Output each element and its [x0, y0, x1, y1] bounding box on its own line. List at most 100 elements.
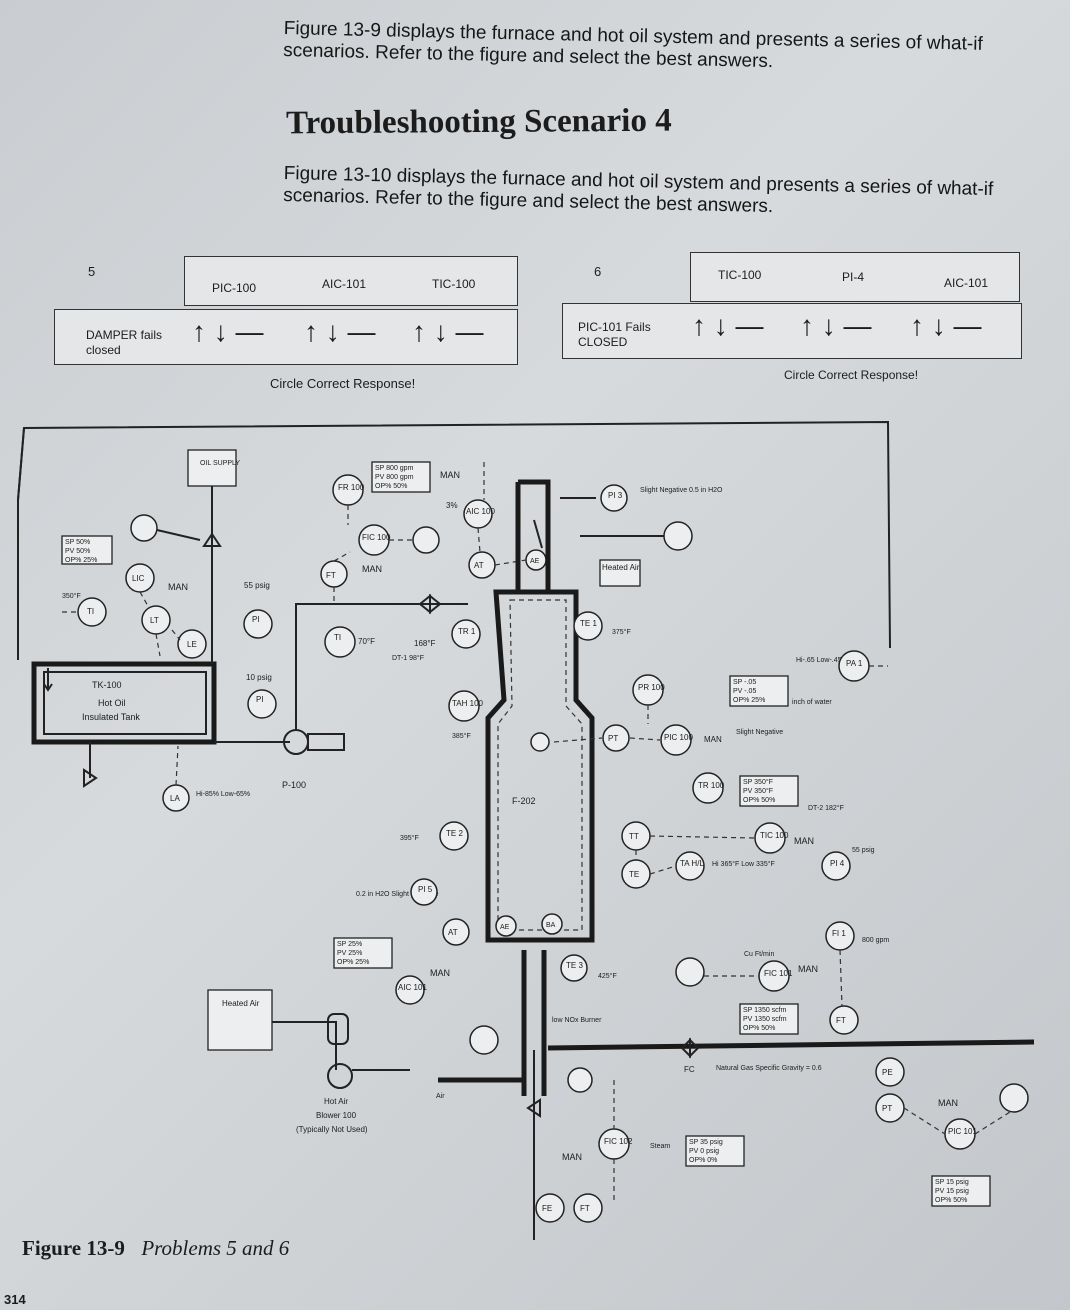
svg-text:Heated Air: Heated Air [602, 563, 640, 572]
pi-4-bubble [821, 851, 851, 881]
scenario-5-resp-3[interactable]: ↑ ↓ — [412, 316, 484, 347]
te-2-bubble [439, 821, 469, 851]
pe-furnace-bubble [530, 732, 550, 752]
svg-text:PV 1350 scfm: PV 1350 scfm [743, 1016, 787, 1023]
ti-1-bubble [77, 597, 107, 627]
svg-text:SP 350°F: SP 350°F [743, 778, 773, 786]
svg-text:Steam: Steam [650, 1143, 670, 1150]
svg-text:AE: AE [500, 924, 510, 931]
svg-text:LE: LE [187, 640, 197, 649]
svg-text:SP 25%: SP 25% [337, 941, 362, 948]
svg-text:Hi-.65 Low-.45: Hi-.65 Low-.45 [796, 657, 842, 664]
pi-2-bubble [243, 609, 273, 639]
scenario-6-resp-2[interactable]: ↑ ↓ — [800, 310, 872, 341]
pressure-gauge [567, 1067, 593, 1093]
positioner-fic [412, 526, 440, 554]
steam-faceplate [685, 1135, 745, 1167]
svg-text:TAH 100: TAH 100 [452, 699, 484, 708]
svg-text:MAN: MAN [362, 564, 382, 574]
pic-faceplate [729, 675, 789, 707]
furnace-f202 [485, 589, 595, 943]
fic101-faceplate [739, 1003, 799, 1035]
svg-text:P-100: P-100 [282, 780, 306, 790]
svg-text:LT: LT [150, 616, 159, 625]
svg-text:375°F: 375°F [612, 628, 631, 636]
svg-text:Slight Negative: Slight Negative [736, 729, 783, 736]
heated-air-bottom-box [207, 989, 273, 1051]
svg-text:OP% 50%: OP% 50% [743, 1025, 775, 1032]
svg-text:AIC 100: AIC 100 [466, 507, 495, 516]
svg-text:inch of water: inch of water [792, 699, 832, 706]
positioner-fic101 [675, 957, 705, 987]
tr-100-bubble [692, 772, 724, 804]
oil-supply-label: OIL SUPPLY [200, 460, 240, 467]
svg-text:PIC 100: PIC 100 [664, 733, 693, 742]
svg-text:OP% 50%: OP% 50% [743, 797, 775, 804]
svg-text:MAN: MAN [704, 735, 722, 744]
stack [515, 479, 551, 592]
svg-text:TT: TT [629, 832, 639, 841]
svg-text:PV 350°F: PV 350°F [743, 787, 773, 795]
svg-text:FE: FE [542, 1204, 552, 1213]
svg-text:AIC 101: AIC 101 [398, 983, 427, 992]
svg-text:OP% 50%: OP% 50% [375, 483, 407, 490]
figure-caption: Figure 13-9 Problems 5 and 6 [22, 1236, 289, 1261]
scenario-6-resp-3[interactable]: ↑ ↓ — [910, 310, 982, 341]
svg-text:Slight Negative 0.5 in H2O: Slight Negative 0.5 in H2O [640, 487, 723, 494]
svg-text:LIC: LIC [132, 574, 145, 583]
svg-text:MAN: MAN [168, 582, 188, 592]
scenario-6-number: 6 [594, 264, 602, 279]
tah-100-bubble [448, 690, 480, 722]
pe-bubble [875, 1057, 905, 1087]
burner-air-duct [438, 950, 547, 1096]
scenario-5-col-3: TIC-100 [432, 277, 476, 291]
svg-text:MAN: MAN [430, 968, 450, 978]
figure-caption-label: Figure 13-9 [22, 1236, 125, 1260]
svg-text:Cu Ft/min: Cu Ft/min [744, 951, 774, 958]
positioner-lic [130, 514, 158, 542]
tank-label: Hot Oil [98, 698, 126, 708]
svg-text:PV 15 psig: PV 15 psig [935, 1188, 969, 1195]
svg-text:MAN: MAN [794, 836, 814, 846]
svg-text:Hot Air: Hot Air [324, 1097, 348, 1106]
svg-text:TE: TE [629, 870, 639, 879]
svg-text:TR 1: TR 1 [458, 627, 476, 636]
scenario-6-resp-1[interactable]: ↑ ↓ — [692, 310, 764, 341]
svg-text:FIC 100: FIC 100 [362, 533, 391, 542]
svg-text:70°F: 70°F [358, 637, 375, 646]
svg-text:TI: TI [87, 607, 94, 616]
positioner-pic101 [999, 1083, 1029, 1113]
svg-text:FC: FC [684, 1065, 695, 1074]
supply-valve [202, 532, 222, 547]
svg-text:PE: PE [882, 1068, 893, 1077]
svg-text:385°F: 385°F [452, 732, 471, 740]
scenario-6-col-1: TIC-100 [718, 268, 762, 282]
svg-text:SP 15 psig: SP 15 psig [935, 1179, 969, 1186]
svg-text:PV 800 gpm: PV 800 gpm [375, 474, 414, 481]
scenario-5-resp-1[interactable]: ↑ ↓ — [192, 316, 264, 347]
svg-text:low NOx Burner: low NOx Burner [552, 1017, 602, 1024]
hot-oil-tank [31, 661, 217, 745]
scenario-5-instruction: Circle Correct Response! [270, 376, 416, 391]
svg-text:PT: PT [882, 1104, 892, 1113]
natural-gas-line [547, 1039, 1035, 1051]
svg-text:3%: 3% [446, 501, 458, 510]
pt-mid-bubble [602, 724, 630, 752]
pi-3-bubble [600, 484, 628, 512]
svg-text:TE 3: TE 3 [566, 961, 583, 970]
svg-text:Hi 365°F Low 335°F: Hi 365°F Low 335°F [712, 860, 775, 868]
svg-text:350°F: 350°F [62, 592, 81, 600]
scenario-5-resp-2[interactable]: ↑ ↓ — [304, 316, 376, 347]
oil-supply-box [187, 449, 237, 487]
svg-text:TIC 100: TIC 100 [760, 831, 789, 840]
svg-text:FT: FT [326, 571, 336, 580]
tank-drain-valve [83, 768, 98, 788]
svg-text:AT: AT [448, 928, 458, 937]
page-number: 314 [4, 1292, 26, 1307]
gas-control-valve [680, 1037, 700, 1059]
fe-bubble [535, 1193, 565, 1223]
svg-text:TE 2: TE 2 [446, 829, 463, 838]
svg-text:MAN: MAN [798, 964, 818, 974]
blower-motor [327, 1013, 349, 1045]
svg-text:PV 50%: PV 50% [65, 548, 90, 555]
